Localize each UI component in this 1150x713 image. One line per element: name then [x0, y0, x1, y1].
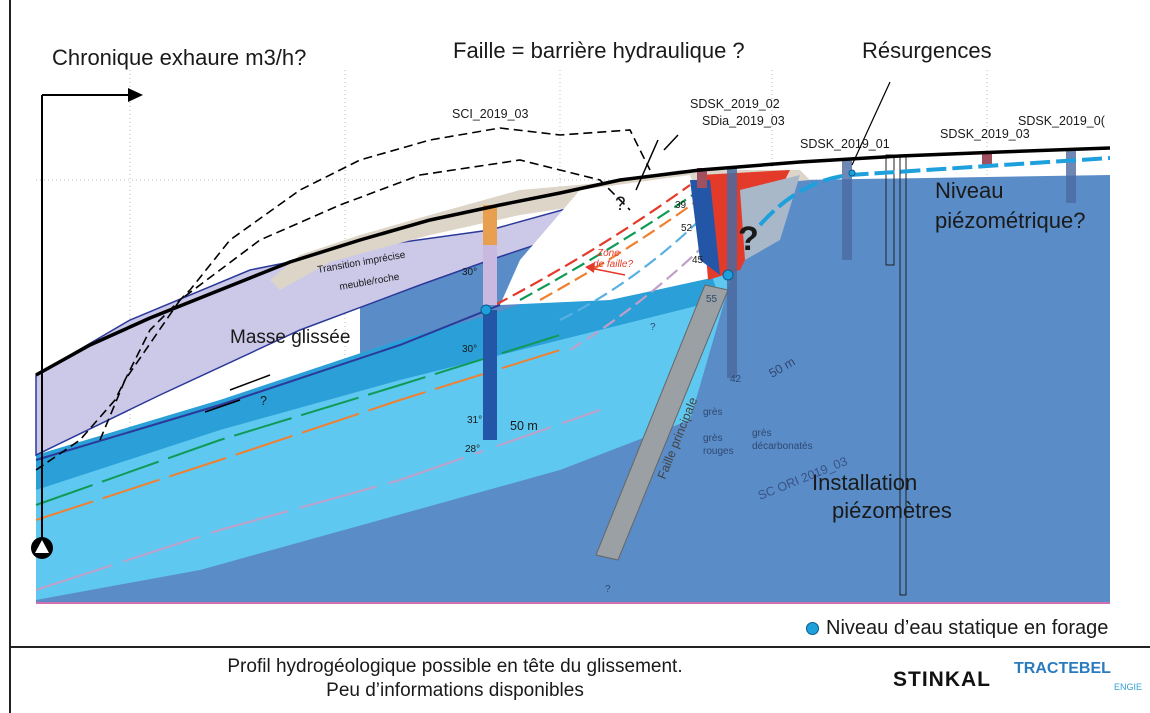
dip-value: 31°	[467, 415, 482, 426]
label-sdsk03: SDSK_2019_03	[940, 127, 1030, 141]
label-sdsk01: SDSK_2019_01	[800, 137, 890, 151]
label-zone-2: de faille?	[593, 259, 633, 270]
label-niveau-1: Niveau	[935, 178, 1003, 203]
borehole-sci	[483, 205, 497, 470]
dip-value: 30°	[462, 344, 477, 355]
label-install-2: piézomètres	[832, 498, 952, 523]
caption: Profil hydrogéologique possible en tête …	[185, 655, 725, 703]
dip-value: 30°	[462, 267, 477, 278]
label-zone-1: Zone	[596, 248, 620, 259]
legend: Niveau d’eau statique en forage	[806, 617, 1108, 640]
water-dot-icon	[806, 622, 819, 635]
former-surface-2	[99, 159, 631, 441]
caption-line-2: Peu d’informations disponibles	[326, 680, 584, 701]
question-mark: ?	[605, 584, 611, 595]
aquifer-band-light	[36, 265, 735, 600]
tractebel-logo: TRACTEBEL	[1014, 660, 1111, 677]
figure-frame	[9, 0, 1150, 713]
exhaure-arrowhead	[128, 88, 143, 102]
stinkal-logo: STINKAL	[893, 668, 991, 691]
water-level-dot	[722, 269, 734, 281]
former-surface	[35, 127, 651, 471]
exhaure-arrow	[41, 94, 135, 540]
strata-lines	[35, 304, 601, 591]
question-mark: ?	[260, 394, 267, 408]
label-sdsk06: SDSK_2019_0(	[1018, 114, 1106, 128]
dip-value: 42	[730, 374, 742, 385]
caption-line-1: Profil hydrogéologique possible en tête …	[227, 656, 683, 677]
fault-zone-lines	[494, 184, 721, 351]
fault-block-blue	[690, 180, 720, 275]
legend-label: Niveau d’eau statique en forage	[826, 617, 1109, 639]
label-sdia: SDia_2019_03	[702, 114, 785, 128]
question-mark-big: ?	[738, 220, 759, 258]
label-install-1: Installation	[812, 470, 917, 495]
title-center: Faille = barrière hydraulique ?	[453, 38, 745, 63]
label-depth-1: 50 m	[510, 419, 538, 433]
water-table	[758, 156, 1111, 227]
resurgences-pointer	[851, 81, 891, 166]
label-sdsk02: SDSK_2019_02	[690, 97, 780, 111]
label-masse: Masse glissée	[230, 327, 350, 348]
label-sci: SCI_2019_03	[452, 107, 529, 121]
dip-value: 55	[706, 294, 718, 305]
label-gres-rouges-1: grès	[703, 433, 722, 444]
zone-arrow	[589, 267, 626, 276]
slide-arrows	[204, 374, 271, 413]
dip-value: 52	[681, 223, 693, 234]
engie-logo: ENGIE	[1114, 682, 1143, 692]
fault-block-gray	[740, 175, 800, 260]
water-level-dot	[848, 169, 856, 177]
label-niveau-2: piézométrique?	[935, 208, 1085, 233]
footer-divider	[9, 646, 1150, 648]
label-gres-rouges-2: rouges	[703, 446, 734, 457]
title-right: Résurgences	[862, 38, 992, 63]
borehole-sdsk01	[842, 160, 852, 260]
terrain-surface	[35, 146, 1111, 377]
fault-trace	[635, 134, 679, 191]
borehole-sdsk02	[697, 168, 707, 188]
water-level-dot	[480, 304, 492, 316]
dip-value: 39	[675, 200, 687, 211]
question-mark: ?	[615, 194, 626, 215]
borehole-sdsk03	[982, 152, 992, 167]
label-gres: grès	[703, 407, 722, 418]
pump-icon	[31, 537, 53, 559]
question-mark: ?	[650, 322, 656, 333]
main-fault	[595, 284, 729, 561]
dip-value: 45	[692, 255, 704, 266]
borehole-sdsk06	[1066, 148, 1076, 203]
dip-value: 28°	[465, 444, 480, 455]
label-gres-decarb-2: décarbonatés	[752, 441, 813, 452]
zone-arrowhead	[585, 262, 595, 273]
label-gres-decarb-1: grès	[752, 428, 771, 439]
title-left: Chronique exhaure m3/h?	[52, 45, 306, 70]
